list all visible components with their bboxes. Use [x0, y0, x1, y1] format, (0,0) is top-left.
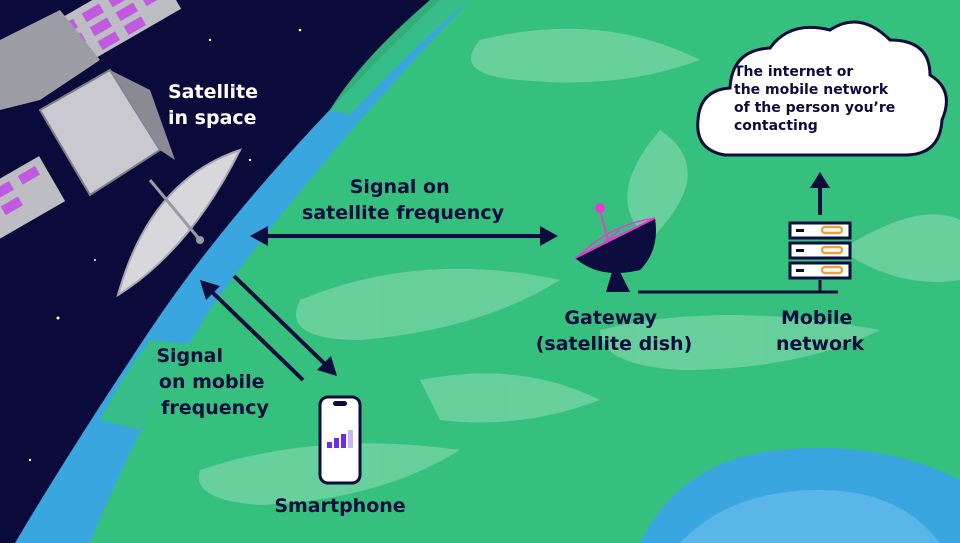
satellite-dish-icon: [574, 203, 656, 292]
upload-arrow: [810, 172, 830, 215]
smartphone-icon: [318, 395, 362, 485]
cloud-label: The internet or the mobile network of th…: [734, 64, 900, 134]
satellite-illustration: [0, 0, 242, 298]
satellite-signal-arrow: [250, 226, 558, 246]
cloud-swirls: [198, 28, 960, 505]
ocean-highlight: [680, 490, 940, 543]
land-patch: [100, 0, 470, 430]
gateway-label: Gateway (satellite dish): [536, 307, 693, 355]
server-stack-icon: [788, 221, 852, 292]
smartphone-label: Smartphone: [274, 495, 405, 517]
satellite-label: Satellite in space: [168, 81, 265, 129]
mobile-network-label: Mobile network: [776, 307, 864, 355]
satellite-signal-label: Signal on satellite frequency: [302, 176, 505, 224]
mobile-signal-arrows: [200, 274, 337, 382]
cloud-shape: [696, 20, 948, 157]
signal-bars-icon: [327, 430, 353, 448]
mobile-signal-label: Signal on mobile frequency: [156, 345, 271, 419]
